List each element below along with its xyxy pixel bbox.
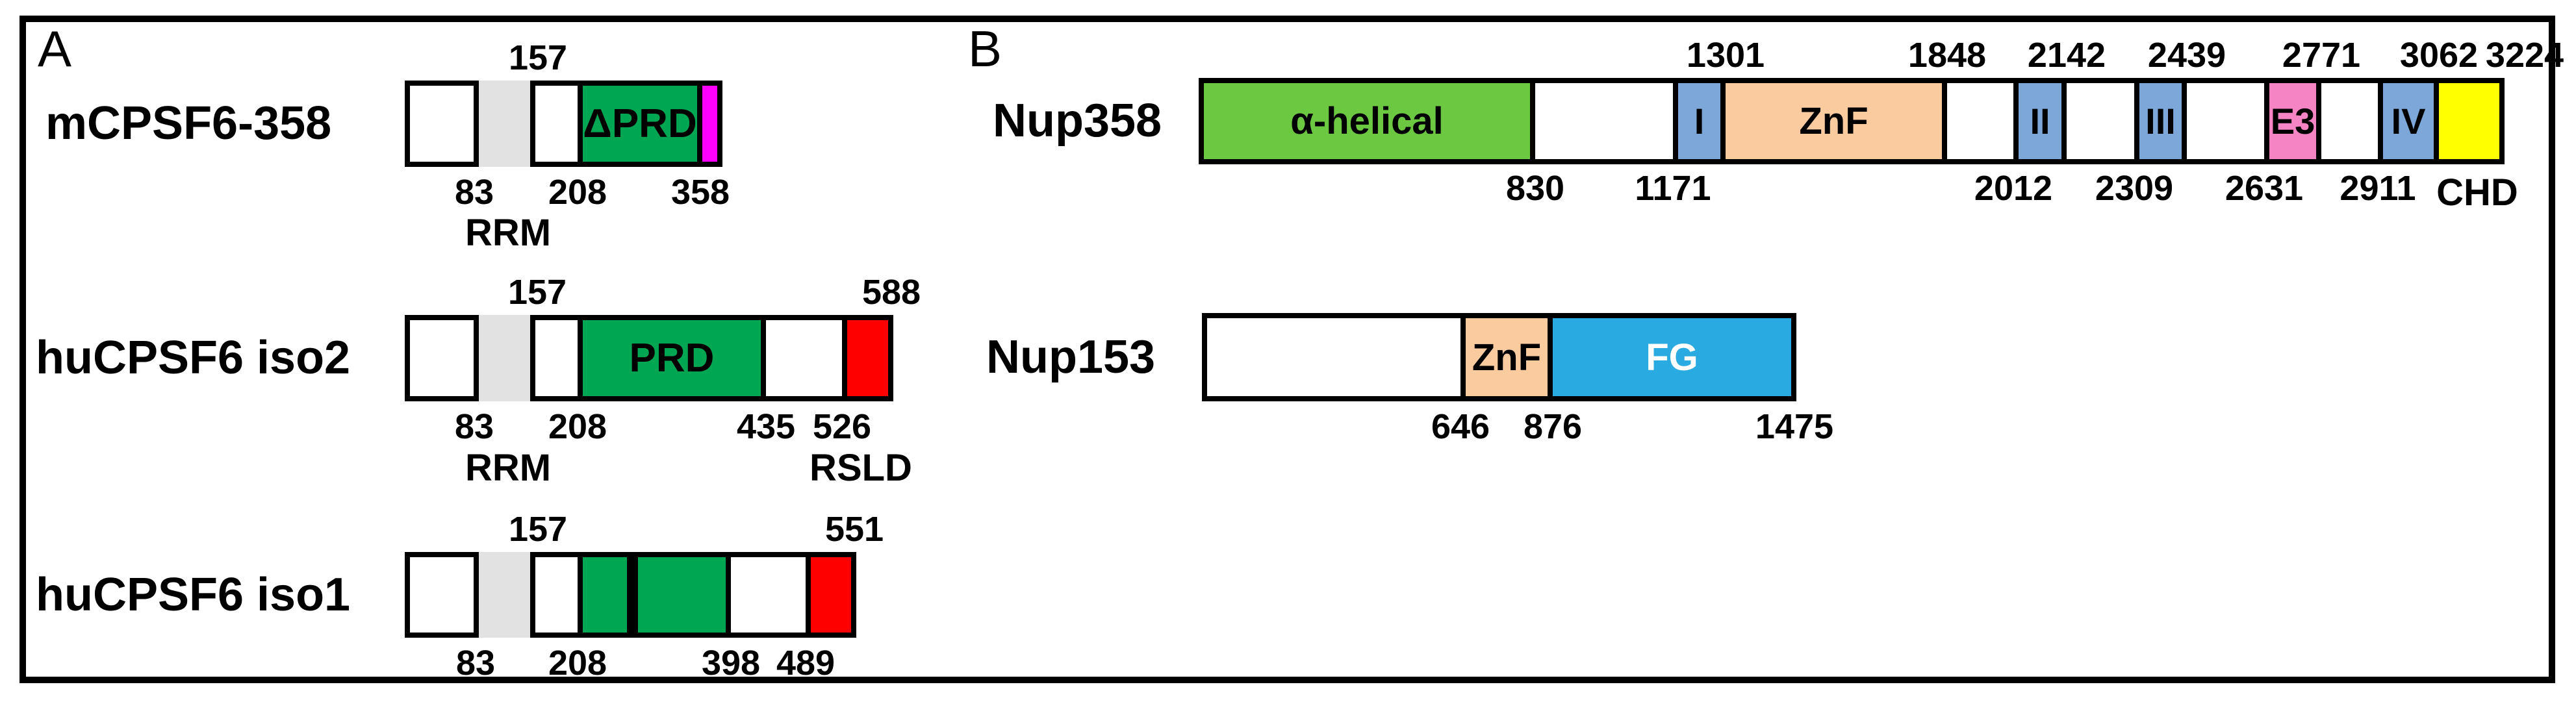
domain-sublabel-rrm: RRM — [465, 212, 552, 254]
panel-b-letter: B — [968, 20, 1002, 77]
residue-tick-646: 646 — [1431, 407, 1490, 446]
residue-tick-2631: 2631 — [2225, 169, 2304, 208]
residue-tick-1171: 1171 — [1635, 169, 1711, 208]
region-4-segment: IV — [2378, 78, 2439, 164]
residue-tick-830: 830 — [1505, 169, 1565, 208]
residue-tick-2309: 2309 — [2095, 169, 2174, 208]
domain-sublabel-rsld: RSLD — [810, 447, 912, 489]
region-2-segment: II — [2013, 78, 2067, 164]
residue-tick-157: 157 — [507, 273, 567, 312]
panel-a-letter: A — [38, 20, 72, 77]
residue-tick-526: 526 — [812, 407, 872, 446]
fg-domain-segment: FG — [1548, 313, 1796, 401]
residue-tick-588: 588 — [861, 273, 921, 312]
residue-tick-208: 208 — [548, 173, 607, 212]
rrm-domain-segment — [474, 552, 535, 638]
region-1-segment: I — [1673, 78, 1726, 164]
protein-bar-panel-a-row-1: PRD — [405, 315, 893, 401]
protein-name-nup153: Nup153 — [986, 331, 1156, 383]
residue-tick-83: 83 — [454, 407, 494, 446]
residue-tick-1301: 1301 — [1686, 36, 1765, 75]
residue-tick-358: 358 — [670, 173, 730, 212]
residue-tick-2012: 2012 — [1974, 169, 2053, 208]
residue-tick-157: 157 — [508, 38, 568, 77]
e3-domain-segment: E3 — [2264, 78, 2321, 164]
protein-name-hucpsf6-iso1: huCPSF6 iso1 — [36, 569, 351, 621]
znf-domain-segment: ZnF — [1720, 78, 1947, 164]
residue-tick-208: 208 — [548, 407, 607, 446]
residue-tick-398: 398 — [701, 644, 761, 683]
residue-tick-208: 208 — [548, 644, 607, 683]
protein-bar-panel-a-row-2 — [405, 552, 856, 638]
alpha-helical-domain-segment: α-helical — [1199, 78, 1535, 164]
domain-sublabel-rrm: RRM — [465, 447, 552, 489]
residue-tick-3224: 3224 — [2485, 36, 2564, 75]
residue-tick-2142: 2142 — [2027, 36, 2106, 75]
prd-domain-segment: PRD — [578, 315, 766, 401]
residue-tick-435: 435 — [736, 407, 796, 446]
rrm-domain-segment — [474, 315, 535, 401]
magenta-tag-segment — [697, 81, 722, 167]
residue-tick-2439: 2439 — [2147, 36, 2226, 75]
delta-prd-domain-segment: ΔPRD — [578, 81, 702, 167]
residue-tick-83: 83 — [454, 173, 494, 212]
rsld-domain-segment — [842, 315, 893, 401]
residue-tick-2771: 2771 — [2282, 36, 2361, 75]
region-3-segment: III — [2134, 78, 2187, 164]
black-stripe-segment — [627, 552, 638, 638]
residue-tick-1475: 1475 — [1755, 407, 1834, 446]
protein-name-nup358: Nup358 — [993, 95, 1162, 147]
residue-tick-3062: 3062 — [2399, 36, 2479, 75]
residue-tick-551: 551 — [824, 510, 884, 549]
prd-domain-segment — [578, 552, 731, 638]
residue-tick-489: 489 — [776, 644, 835, 683]
chd-domain-segment — [2434, 78, 2505, 164]
residue-tick-2911: 2911 — [2340, 169, 2416, 208]
znf-domain-segment: ZnF — [1460, 313, 1553, 401]
domain-sublabel-chd: CHD — [2436, 171, 2518, 214]
residue-tick-1848: 1848 — [1907, 36, 1987, 75]
rsld-domain-segment — [806, 552, 856, 638]
protein-name-hucpsf6-iso2: huCPSF6 iso2 — [36, 332, 351, 384]
protein-bar-panel-a-row-0: ΔPRD — [405, 81, 722, 167]
residue-tick-83: 83 — [455, 644, 496, 683]
protein-name-mcpsf6-358: mCPSF6-358 — [45, 97, 332, 149]
rrm-domain-segment — [474, 81, 535, 167]
residue-tick-876: 876 — [1523, 407, 1583, 446]
residue-tick-157: 157 — [508, 510, 568, 549]
